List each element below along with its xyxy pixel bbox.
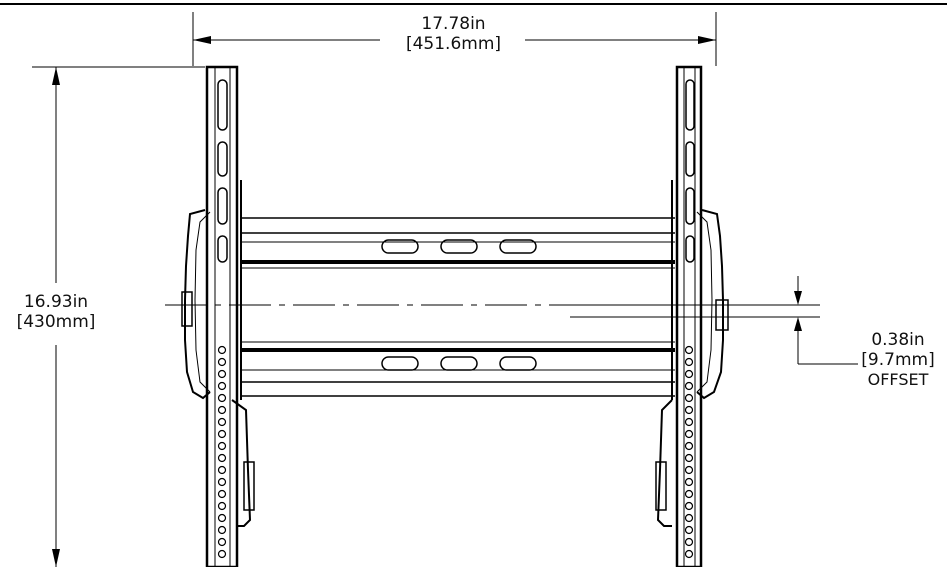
offset-caption: OFFSET <box>867 370 929 389</box>
width-dimension <box>192 12 717 66</box>
height-dimension-label: 16.93in [430mm] <box>0 292 112 332</box>
right-mounting-bracket <box>655 65 729 567</box>
lower-rail <box>240 341 675 397</box>
height-metric: [430mm] <box>16 312 96 332</box>
height-imperial: 16.93in <box>23 292 89 312</box>
upper-rail <box>240 217 675 269</box>
offset-metric: [9.7mm] <box>861 350 935 370</box>
right-adjustment-holes <box>684 345 694 559</box>
offset-dimension-label: 0.38in [9.7mm] OFFSET <box>858 330 938 390</box>
width-metric: [451.6mm] <box>405 34 502 54</box>
width-dimension-label: 17.78in [451.6mm] <box>386 14 521 54</box>
width-imperial: 17.78in <box>421 14 486 34</box>
offset-imperial: 0.38in <box>871 330 925 350</box>
left-mounting-bracket <box>181 65 255 567</box>
height-dimension <box>32 66 205 567</box>
left-adjustment-holes <box>217 345 227 559</box>
